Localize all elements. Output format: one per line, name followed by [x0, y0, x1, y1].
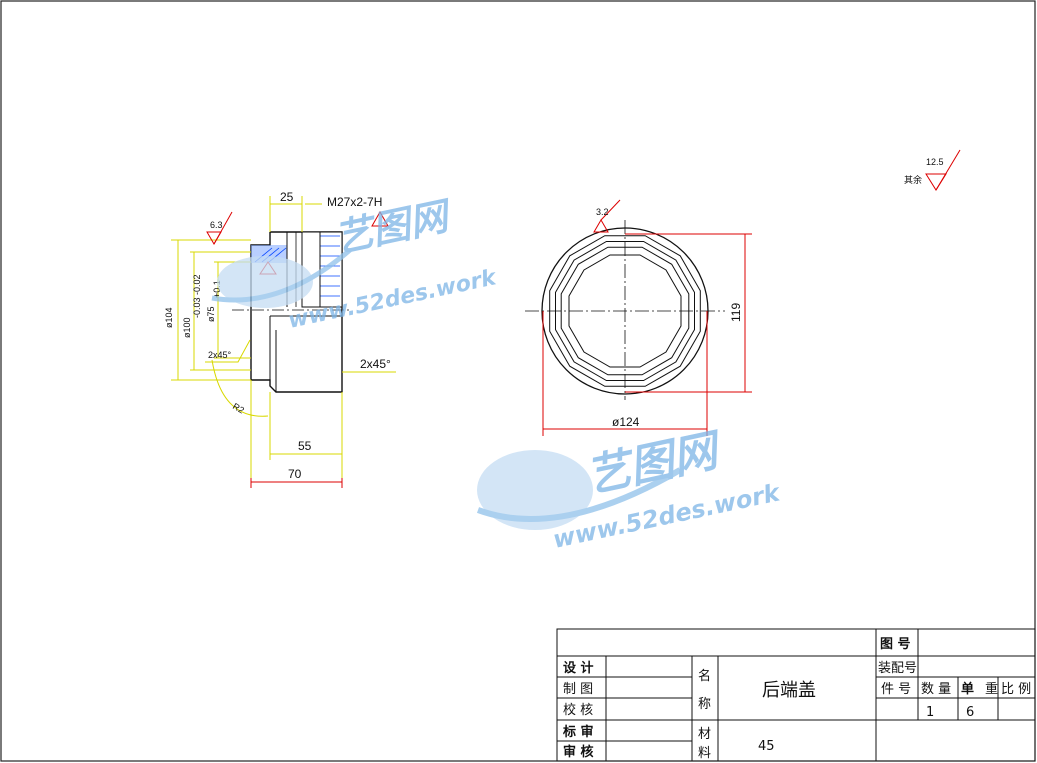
qty-value: 1	[926, 705, 934, 720]
dim-dia-mid: ø100	[182, 317, 192, 338]
front-rough-value: 3.2	[596, 207, 609, 217]
dim-diameter: ø124	[612, 415, 640, 429]
weight-label: 重	[985, 681, 998, 697]
front-view: 3.2 119 ø124	[525, 199, 752, 436]
name-label-1: 名	[698, 668, 711, 684]
dim-dia-inner: ø75	[206, 306, 216, 322]
drawing-no-label: 图 号	[880, 637, 911, 652]
audit-label: 审 核	[563, 744, 594, 760]
dim-thread: M27x2-7H	[327, 195, 382, 209]
watermark-brand-2: 艺图网	[582, 424, 728, 503]
unit-label: 单	[961, 681, 974, 697]
part-name: 后端盖	[762, 680, 816, 701]
part-no-label: 件 号	[881, 682, 911, 697]
unit-value: 6	[966, 705, 974, 720]
watermark-logo: 艺图网 www.52des.work 艺图网 www.52des.work	[211, 193, 784, 554]
qty-label: 数 量	[921, 682, 951, 697]
name-label-2: 称	[698, 697, 711, 712]
dim-top-width: 25	[280, 190, 294, 204]
general-rough-value: 12.5	[926, 157, 944, 167]
dim-length-55: 55	[298, 439, 312, 453]
material-value: 45	[758, 739, 775, 754]
dim-chamfer-right: 2x45°	[360, 357, 391, 371]
general-rough-label: 其余	[904, 174, 922, 185]
assembly-no-label: 装配号	[878, 661, 917, 676]
dim-dia-inner-tol: +0.1	[212, 280, 222, 298]
dim-dia-outer: ø104	[164, 307, 174, 328]
title-block-text: 图 号 装配号 设 计 制 图 校 核 标 审 审 核 名 称 后端盖 材 料 …	[562, 637, 1031, 761]
dim-chamfer-left: 2x45°	[208, 350, 232, 360]
draw-label: 制 图	[563, 682, 593, 697]
standard-label: 标 审	[562, 724, 594, 740]
design-label: 设 计	[563, 660, 594, 676]
material-label-2: 料	[698, 746, 711, 761]
general-roughness: 12.5 其余	[904, 149, 961, 191]
dim-dia-mid-tol: -0.03 -0.02	[192, 274, 202, 318]
scale-label: 比 例	[1001, 682, 1031, 697]
title-block	[556, 628, 1036, 762]
dim-height: 119	[729, 303, 743, 322]
dim-length-70: 70	[288, 467, 302, 481]
check-label: 校 核	[563, 702, 593, 718]
rough-left-value: 6.3	[210, 220, 223, 230]
dim-angle: R2	[231, 401, 246, 415]
material-label-1: 材	[698, 727, 711, 742]
